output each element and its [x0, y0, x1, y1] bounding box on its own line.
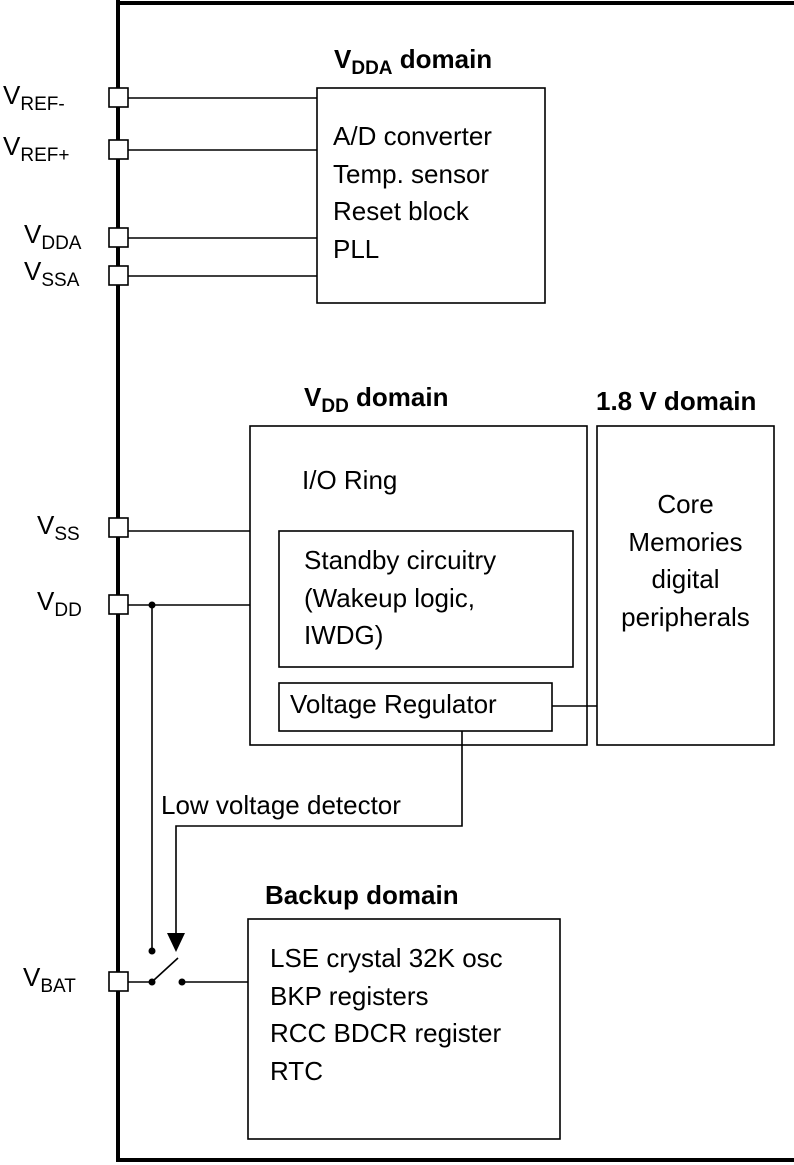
pin-label-vssa: VSSA: [24, 256, 80, 291]
v18-domain-title: 1.8 V domain: [596, 386, 757, 416]
pin-vdd: [108, 594, 129, 615]
vdda-item-pll: PLL: [333, 234, 380, 265]
backup-item-rtc: RTC: [270, 1056, 323, 1087]
standby-circuitry-text: Standby circuitry (Wakeup logic, IWDG): [304, 542, 496, 655]
vdd-domain-box: [249, 425, 588, 746]
pin-vref-minus: [108, 87, 129, 108]
backup-domain-box: [247, 918, 561, 1140]
vdda-item-temp-sensor: Temp. sensor: [333, 158, 490, 189]
v18-domain-list: Core Memories digital peripherals: [597, 486, 774, 637]
standby-circuitry-box: [278, 530, 574, 668]
voltage-regulator-label: Voltage Regulator: [290, 689, 497, 719]
vdda-item-reset-block: Reset block: [333, 196, 469, 227]
io-ring-label: I/O Ring: [302, 465, 398, 495]
wire-lvd: [175, 731, 463, 933]
v18-item-peripherals: peripherals: [621, 602, 750, 633]
junction-vdd: [148, 601, 156, 609]
voltage-regulator-box: [278, 682, 553, 732]
chip-outline: [116, 0, 794, 1162]
pin-vssa: [108, 265, 129, 286]
pin-label-vref-plus: VREF+: [3, 131, 70, 166]
pin-vdda: [108, 227, 129, 248]
lvd-arrow-head: [167, 933, 185, 952]
switch-contact-vdd: [148, 947, 156, 955]
pin-label-vss: VSS: [37, 510, 80, 545]
pin-vref-plus: [108, 139, 129, 160]
pin-label-vdda: VDDA: [24, 219, 82, 254]
backup-domain-list: LSE crystal 32K osc BKP registers RCC BD…: [270, 940, 503, 1091]
v18-item-digital: digital: [651, 564, 720, 595]
standby-line-2: (Wakeup logic,: [304, 582, 475, 613]
switch-contact-vbat: [148, 978, 156, 986]
v18-item-core: Core: [657, 489, 714, 519]
v18-item-memories: Memories: [628, 526, 743, 557]
v18-domain-box: [596, 425, 775, 746]
pin-vbat: [108, 971, 129, 992]
switch-blade: [153, 957, 179, 981]
pin-label-vref-minus: VREF-: [3, 80, 65, 115]
vdda-domain-title: VDDA domain: [334, 44, 493, 79]
switch-contact-out: [178, 978, 186, 986]
pin-vss: [108, 517, 129, 538]
standby-line-1: Standby circuitry: [304, 545, 497, 575]
low-voltage-detector-label: Low voltage detector: [161, 790, 401, 820]
vdda-item-adc: A/D converter: [333, 121, 492, 151]
backup-item-rcc-bdcr: RCC BDCR register: [270, 1018, 502, 1049]
pin-label-vbat: VBAT: [23, 962, 76, 997]
backup-item-bkp: BKP registers: [270, 980, 429, 1011]
vdda-domain-box: [316, 87, 546, 304]
vdd-domain-title: VDD domain: [304, 382, 449, 417]
pin-label-vdd: VDD: [37, 586, 82, 621]
backup-domain-title: Backup domain: [265, 880, 459, 910]
backup-item-lse: LSE crystal 32K osc: [270, 943, 503, 973]
vdda-domain-list: A/D converter Temp. sensor Reset block P…: [333, 118, 492, 269]
standby-line-3: IWDG): [304, 620, 384, 651]
